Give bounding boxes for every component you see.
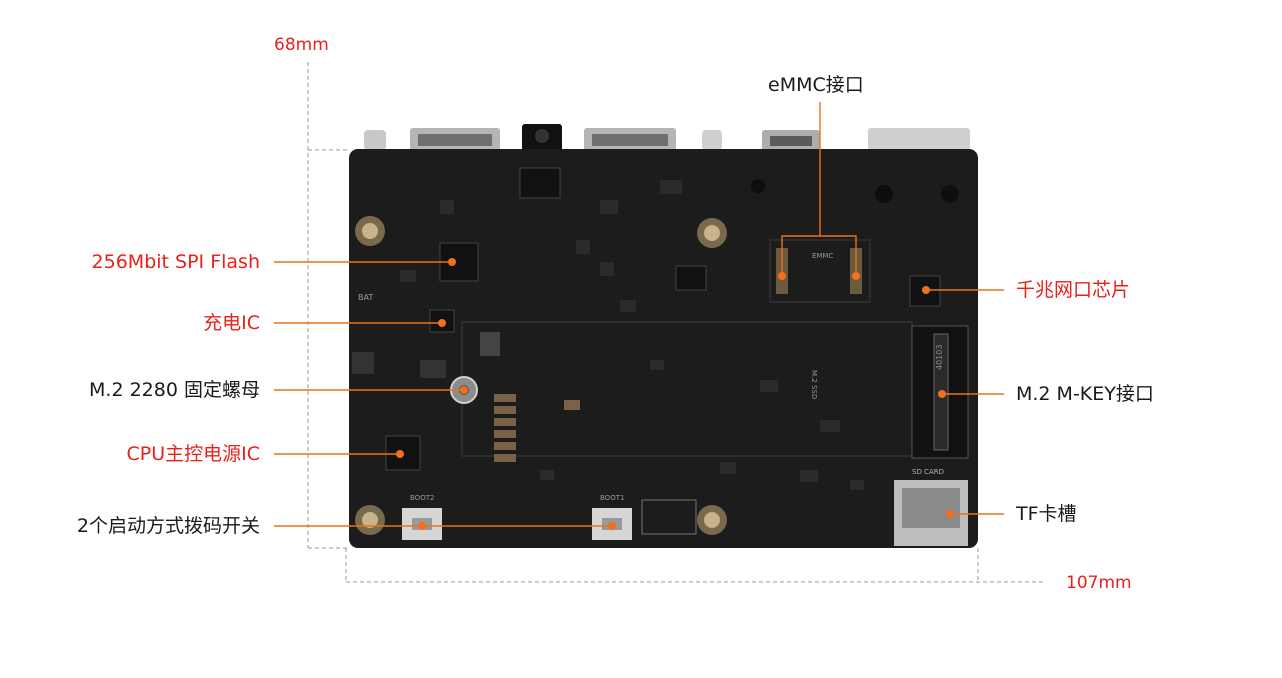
label-boot-switches: 2个启动方式拨码开关 xyxy=(76,515,260,537)
emmc-silkscreen: EMMC xyxy=(812,252,834,260)
label-gigabit-phy: 千兆网口芯片 xyxy=(1016,279,1131,301)
label-m2-nut: M.2 2280 固定螺母 xyxy=(89,379,260,401)
label-m2-mkey: M.2 M-KEY接口 xyxy=(1016,383,1154,405)
boot2-silkscreen: BOOT2 xyxy=(410,494,434,502)
label-cpu-power-ic: CPU主控电源IC xyxy=(126,443,260,465)
height-dimension-label: 68mm xyxy=(274,35,329,55)
label-emmc: eMMC接口 xyxy=(768,74,864,96)
bat-silkscreen: BAT xyxy=(358,293,373,302)
marker-dots xyxy=(396,258,954,530)
label-charge-ic: 充电IC xyxy=(203,312,260,334)
top-connectors xyxy=(364,124,970,152)
width-dimension-label: 107mm xyxy=(1066,573,1132,593)
dimension-lines xyxy=(307,62,1046,583)
label-spi-flash: 256Mbit SPI Flash xyxy=(91,251,260,273)
connector-code-silkscreen: 40103 xyxy=(935,345,944,370)
sd-card-silkscreen: SD CARD xyxy=(912,468,944,476)
label-tf-slot: TF卡槽 xyxy=(1016,503,1077,525)
m2-ssd-silkscreen: M.2 SSD xyxy=(810,370,818,399)
mounting-holes xyxy=(355,179,959,535)
sd-card-slot xyxy=(894,480,968,546)
components xyxy=(352,167,941,490)
leader-lines xyxy=(274,102,1004,527)
boot1-silkscreen: BOOT1 xyxy=(600,494,624,502)
